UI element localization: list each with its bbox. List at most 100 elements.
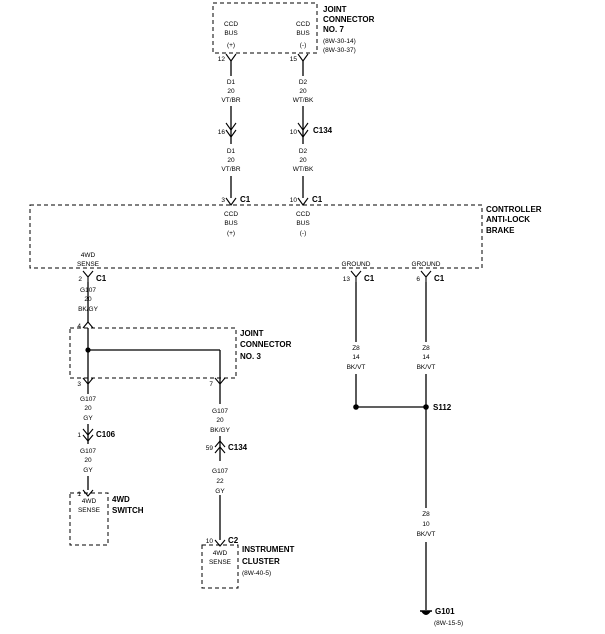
wire-d1-b-circuit: D1 (227, 148, 236, 155)
jc7-pin1-label1: CCD (224, 21, 238, 28)
wire-g107-b-label-bg (76, 394, 100, 424)
abs-c1-a-label1: CCD (224, 211, 238, 218)
cluster-title-1: INSTRUMENT (242, 545, 295, 554)
wire-z8-a-color: BK/VT (347, 364, 366, 371)
wire-g107-e-gauge: 22 (216, 478, 224, 485)
wire-g107-a-gauge: 20 (84, 296, 92, 303)
splice-s112-dot (423, 404, 429, 410)
wire-g107-c-gauge: 20 (84, 457, 92, 464)
abs-c1-pin10-connector: C1 (312, 195, 323, 204)
jc7-pin2-label2: BUS (296, 30, 310, 37)
ground-symbol-icon (421, 611, 431, 615)
jc3-pin3-number: 3 (77, 381, 81, 388)
abs-c1-pin13-connector: C1 (364, 274, 375, 283)
wire-d1-b-color: VT/BR (221, 166, 240, 173)
wire-z8-c-color: BK/VT (417, 531, 436, 538)
cluster-c2-terminal (214, 539, 226, 547)
jc7-ref-1: (8W-30-14) (323, 38, 356, 45)
wire-d1-a-circuit: D1 (227, 79, 236, 86)
wire-z8-c-label-bg (411, 508, 441, 542)
wire-z8-a-gauge: 14 (352, 354, 360, 361)
wire-z8-b-label-bg (411, 342, 441, 374)
jc3-pin4-terminal (82, 321, 94, 329)
c134-top-pin-a: 16 (218, 129, 226, 136)
abs-c1-pin6-connector: C1 (434, 274, 445, 283)
wire-d1-b-label-bg (216, 144, 246, 176)
c134-bottom-pin: 59 (206, 445, 214, 452)
wire-z8-a-label-bg (341, 342, 371, 374)
jc7-pin1-terminal (225, 53, 237, 62)
wire-g107-e-color: GY (215, 488, 225, 495)
c106-name: C106 (96, 430, 116, 439)
joint-connector-7-box (212, 2, 318, 54)
connector-c134-bottom: 59 C134 (206, 440, 248, 454)
wire-g107-d-gauge: 20 (216, 417, 224, 424)
cluster-ref: (8W-40-5) (242, 570, 271, 577)
jc7-pin1-number: 12 (218, 56, 226, 63)
jc7-ref-2: (8W-30-37) (323, 47, 356, 54)
splice-dot-left (353, 404, 359, 410)
wire-d2-a-color: WT/BK (293, 97, 314, 104)
joint-connector-7: CCD BUS (+) CCD BUS (-) JOINT CONNECTOR … (212, 2, 375, 63)
splice-s112-name: S112 (433, 403, 452, 412)
4wd-switch-title-2: SWITCH (112, 506, 144, 515)
jc3-junction-dot (85, 347, 91, 353)
jc3-title-3: NO. 3 (240, 352, 261, 361)
wire-g107-e-circuit: G107 (212, 468, 228, 475)
wire-d2-a-gauge: 20 (299, 88, 307, 95)
wire-g107-e-label-bg (205, 461, 235, 495)
abs-c1-b-label2: BUS (296, 220, 310, 227)
4wd-switch-label1: 4WD (82, 498, 97, 505)
wire-g107-c-circuit: G107 (80, 448, 96, 455)
jc7-title-2: CONNECTOR (323, 15, 375, 24)
jc7-pin2-terminal (297, 53, 309, 62)
4wd-switch-box (69, 492, 109, 546)
wire-d2-b-label-bg (288, 144, 318, 176)
wire-g107-b-circuit: G107 (80, 396, 96, 403)
connector-c106: 1 C106 (77, 428, 116, 442)
cluster-c2-name: C2 (228, 536, 239, 545)
4wd-switch-label2: SENSE (78, 507, 101, 514)
abs-title-2: ANTI-LOCK (486, 215, 530, 224)
abs-4wd-label1: 4WD (81, 252, 96, 259)
abs-c1-b-label3: (-) (300, 230, 307, 237)
jc3-pin4-number: 4 (77, 323, 81, 330)
jc3-pin7-number: 7 (209, 381, 213, 388)
c134-bottom-symbol (214, 440, 226, 454)
abs-4wd-label2: SENSE (77, 261, 100, 268)
c134-top-name: C134 (313, 126, 333, 135)
wire-d2-b-circuit: D2 (299, 148, 308, 155)
4wd-switch-terminal (82, 489, 94, 497)
wire-g107-d-label-bg (205, 404, 235, 436)
wire-d1-label-bg (216, 76, 246, 106)
c106-symbol (82, 428, 94, 442)
jc3-box (69, 327, 237, 379)
wire-g107-c-label-bg (76, 444, 100, 476)
abs-c1-pin2-terminal (82, 270, 94, 282)
joint-connector-3: 4 3 7 JOINT CONNECTOR NO. 3 (69, 321, 292, 388)
connector-c134-top: 16 10 C134 (218, 122, 333, 138)
wire-g107-a-circuit: G107 (80, 287, 96, 294)
wire-d2-b-gauge: 20 (299, 157, 307, 164)
jc7-pin1-label2: BUS (224, 30, 238, 37)
wire-d1-a-gauge: 20 (227, 88, 235, 95)
wire-z8-a-circuit: Z8 (352, 345, 360, 352)
abs-ground1-label: GROUND (342, 261, 371, 268)
abs-c1-pin2-number: 2 (78, 276, 82, 283)
wire-d1-b-gauge: 20 (227, 157, 235, 164)
c134-bottom-name: C134 (228, 443, 248, 452)
cluster-box (201, 544, 239, 589)
wire-g107-d-circuit: G107 (212, 408, 228, 415)
wire-g107-d-color: BK/GY (210, 427, 231, 434)
cluster-label1: 4WD (213, 550, 228, 557)
abs-controller-box (29, 204, 483, 269)
abs-c1-pin13-terminal (350, 270, 362, 282)
wire-z8-b-color: BK/VT (417, 364, 436, 371)
c134-top-pin-b: 10 (290, 129, 298, 136)
wire-z8-c-circuit: Z8 (422, 511, 430, 518)
abs-c1-a-label3: (+) (227, 230, 235, 237)
jc7-title-1: JOINT (323, 5, 347, 14)
wire-z8-b-circuit: Z8 (422, 345, 430, 352)
abs-c1-a-label2: BUS (224, 220, 238, 227)
